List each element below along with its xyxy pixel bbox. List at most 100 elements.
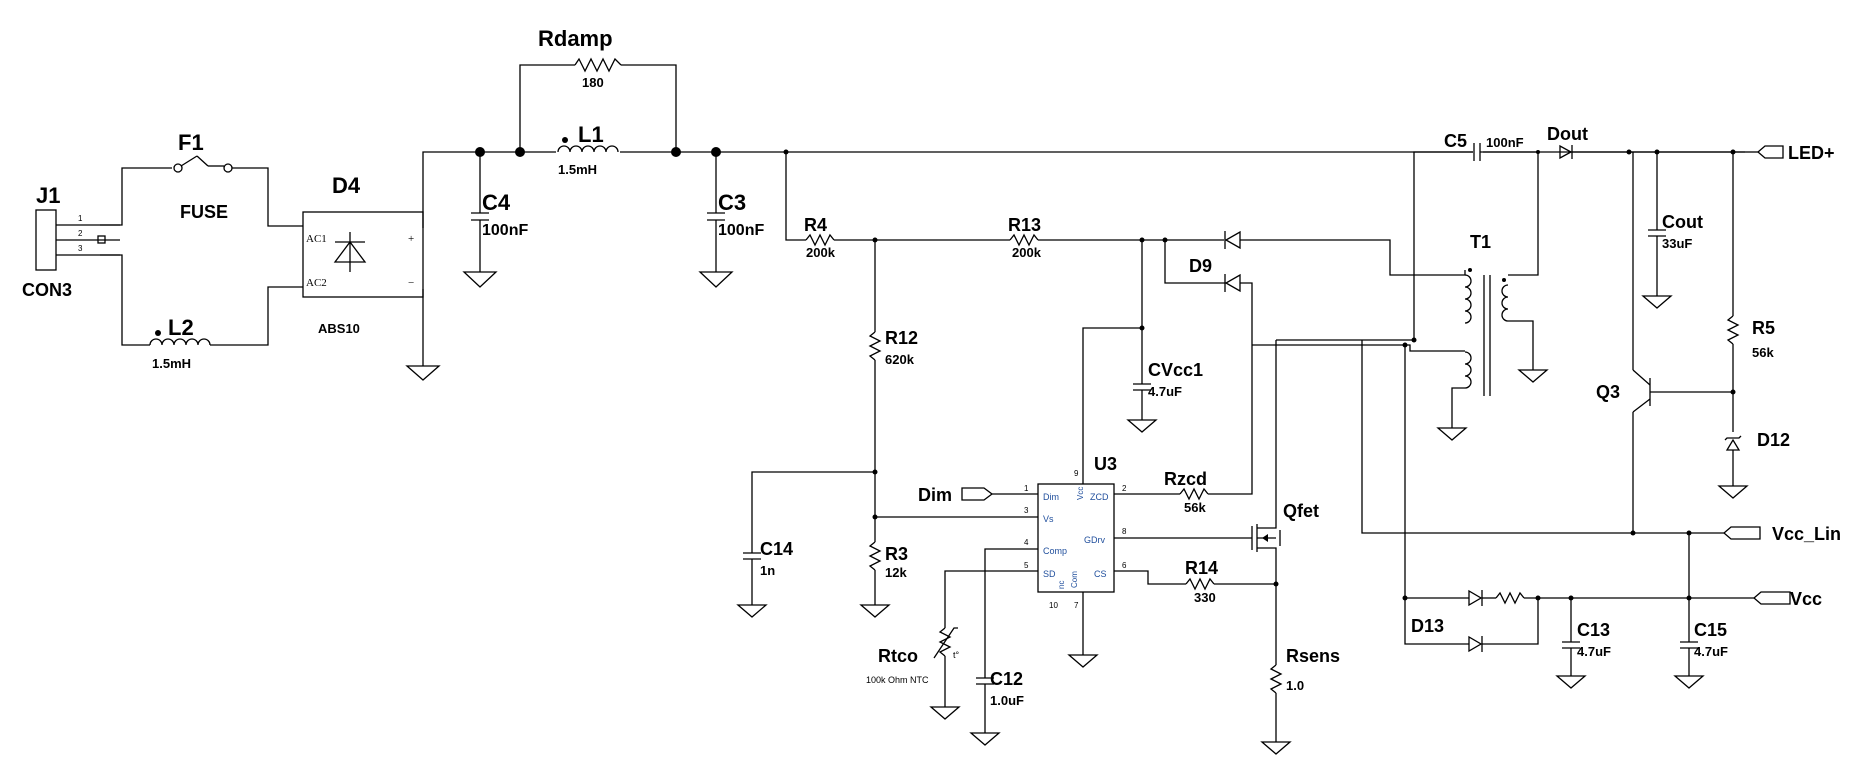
c15-ref: C15 [1694, 620, 1727, 640]
capacitor-c4: C4 100nF [462, 147, 528, 288]
c3-ref: C3 [718, 190, 746, 215]
net-port-vcc-lin: Vcc_Lin [1361, 340, 1841, 544]
net-port-vcc: Vcc [1753, 589, 1822, 609]
dout-ref: Dout [1547, 124, 1588, 144]
resistor-r14: R14 330 [1185, 558, 1218, 605]
svg-text:3: 3 [1024, 506, 1029, 515]
svg-text:8: 8 [1122, 527, 1127, 536]
ground-d4 [405, 352, 441, 381]
r12-ref: R12 [885, 328, 918, 348]
diode-d9: D9 [1164, 230, 1362, 474]
d13-ref: D13 [1411, 616, 1444, 636]
rtco-ref: Rtco [878, 646, 918, 666]
c12-ref: C12 [990, 669, 1023, 689]
cout-value: 33uF [1662, 236, 1692, 251]
c15-value: 4.7uF [1694, 644, 1728, 659]
svg-text:7: 7 [1074, 601, 1079, 610]
r12-value: 620k [885, 352, 915, 367]
u3-pin-dim: Dim [1043, 492, 1059, 502]
j1-ref: J1 [36, 183, 60, 208]
net-port-led-plus: LED+ [1572, 143, 1835, 163]
rdamp-value: 180 [582, 75, 604, 90]
capacitor-cout: Cout 33uF [1641, 152, 1703, 309]
c5-ref: C5 [1444, 131, 1467, 151]
qfet-ref: Qfet [1283, 501, 1319, 521]
c14-ref: C14 [760, 539, 793, 559]
net-led-plus-label: LED+ [1788, 143, 1835, 163]
d4-value: ABS10 [318, 321, 360, 336]
j1-pin3: 3 [78, 244, 83, 253]
svg-text:10: 10 [1049, 601, 1058, 610]
c13-value: 4.7uF [1577, 644, 1611, 659]
c12-value: 1.0uF [990, 693, 1024, 708]
r5-ref: R5 [1752, 318, 1775, 338]
l1-ref: L1 [578, 122, 604, 147]
r4-value: 200k [806, 245, 836, 260]
resistor-r13: R13 200k [1008, 215, 1042, 260]
net-port-dim: Dim [918, 485, 1038, 505]
capacitor-c3: C3 100nF [698, 147, 764, 288]
c4-ref: C4 [482, 190, 511, 215]
j1-pin2: 2 [78, 229, 83, 238]
d12-ref: D12 [1757, 430, 1790, 450]
mosfet-qfet: Qfet [1251, 340, 1319, 584]
c4-value: 100nF [482, 222, 528, 239]
capacitor-c14: C14 1n [736, 471, 875, 618]
r3-value: 12k [885, 565, 907, 580]
j1-value: CON3 [22, 280, 72, 300]
r13-ref: R13 [1008, 215, 1041, 235]
capacitor-cvcc1: CVcc1 4.7uF [1126, 360, 1203, 433]
resistor-rsens: Rsens 1.0 [1260, 646, 1340, 755]
capacitor-c12: C12 1.0uF [969, 669, 1024, 746]
diode-dout: Dout [1547, 124, 1588, 160]
r3-ref: R3 [885, 544, 908, 564]
cout-ref: Cout [1662, 212, 1703, 232]
l2-value: 1.5mH [152, 356, 191, 371]
resistor-r3: R3 12k [859, 541, 908, 618]
c5-value: 100nF [1486, 135, 1524, 150]
rtco-symbol: t° [953, 650, 960, 660]
r5-value: 56k [1752, 345, 1774, 360]
u3-pin-vcc: Vcc [1076, 487, 1085, 500]
capacitor-c13: C13 4.7uF [1555, 598, 1611, 689]
net-dim-label: Dim [918, 485, 952, 505]
bridge-d4: AC1 AC2 + − D4 ABS10 [302, 173, 424, 336]
d9-ref: D9 [1189, 256, 1212, 276]
net-vcc-lin-label: Vcc_Lin [1772, 524, 1841, 544]
d4-pin-plus: + [408, 233, 414, 245]
zener-d12: D12 [1717, 430, 1790, 499]
diode-d13: D13 [1402, 345, 1539, 653]
capacitor-c5: C5 100nF [1413, 131, 1538, 340]
svg-text:2: 2 [1122, 484, 1127, 493]
r13-value: 200k [1012, 245, 1042, 260]
svg-text:1: 1 [1024, 484, 1029, 493]
f1-value: FUSE [180, 202, 228, 222]
d4-pin-minus: − [408, 277, 414, 289]
u3-pin-cs: CS [1094, 569, 1107, 579]
transistor-q3: Q3 [1596, 152, 1733, 413]
u3-pin-zcd: ZCD [1090, 492, 1109, 502]
resistor-r12: R12 620k [868, 328, 918, 367]
r14-ref: R14 [1185, 558, 1218, 578]
j1-pin1: 1 [78, 214, 83, 223]
l2-ref: L2 [168, 315, 194, 340]
rsens-value: 1.0 [1286, 678, 1304, 693]
d4-pin-ac2: AC2 [306, 277, 327, 289]
svg-text:6: 6 [1122, 561, 1127, 570]
connector-j1: 1 2 3 J1 CON3 [22, 183, 120, 300]
u3-pin-sd: SD [1043, 569, 1056, 579]
rtco-value: 100k Ohm NTC [866, 675, 929, 685]
svg-text:9: 9 [1074, 469, 1079, 478]
transformer-t1: T1 [1464, 232, 1509, 396]
cvcc1-ref: CVcc1 [1148, 360, 1203, 380]
d4-ref: D4 [332, 173, 361, 198]
u3-ref: U3 [1094, 454, 1117, 474]
resistor-rdamp: Rdamp 180 [538, 26, 622, 90]
u3-pin-nc: nc [1057, 581, 1066, 589]
ic-u3: 1 3 4 5 2 8 6 9 10 7 Dim Vs Comp SD ZCD … [1024, 454, 1127, 610]
inductor-l2: L2 1.5mH [149, 315, 211, 371]
resistor-r5: R5 56k [1726, 152, 1775, 432]
rdamp-ref: Rdamp [538, 26, 613, 51]
u3-pin-comp: Comp [1043, 546, 1067, 556]
